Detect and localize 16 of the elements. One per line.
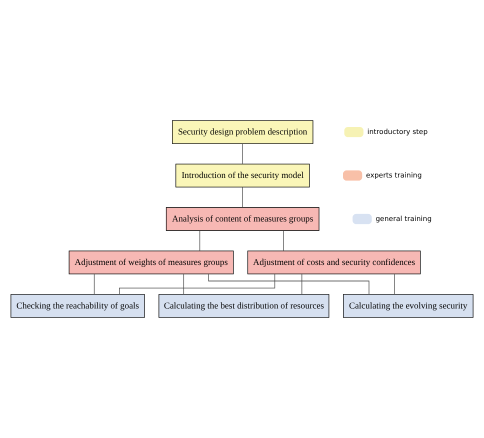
node-box: Calculating the best distribution of resources	[158, 294, 330, 318]
connector	[119, 274, 276, 295]
node-box: Adjustment of weights of measures groups	[68, 250, 234, 274]
node-box: Checking the reachability of goals	[10, 294, 145, 318]
connector	[208, 274, 370, 295]
node-box: Adjustment of costs and security confidences	[247, 250, 421, 274]
node-box: Calculating the evolving security	[343, 294, 474, 318]
connector	[283, 230, 284, 252]
node-box: Analysis of content of measures groups	[166, 207, 320, 231]
connector	[183, 274, 184, 295]
connector	[394, 274, 395, 295]
connector	[242, 186, 243, 208]
node-box: Security design problem description	[172, 120, 314, 144]
connector	[94, 274, 95, 295]
node-box: Introduction of the security model	[176, 164, 310, 188]
connector	[242, 143, 243, 164]
